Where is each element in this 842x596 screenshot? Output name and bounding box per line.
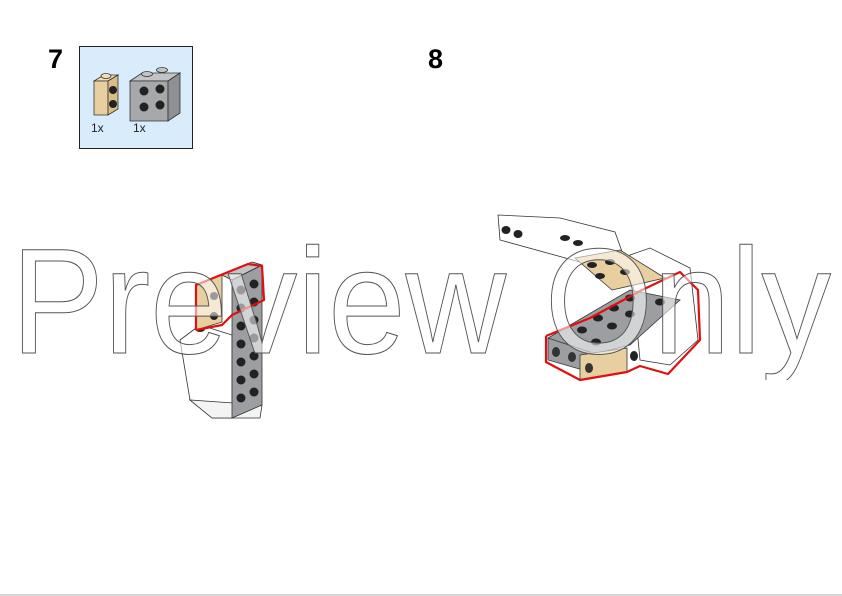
part-quantity: 1x	[133, 121, 146, 135]
part-quantity: 1x	[91, 121, 104, 135]
step-7-model	[179, 261, 266, 419]
step-7-number: 7	[48, 44, 64, 74]
step-8-model	[497, 214, 702, 382]
page-footer-divider	[0, 594, 842, 596]
tan-brick-icon	[92, 73, 120, 116]
step-8-number: 8	[428, 44, 444, 74]
parts-callout-step-7: 1x 1x	[79, 46, 193, 149]
parts-illustration	[92, 67, 182, 122]
grey-brick-icon	[128, 67, 182, 122]
